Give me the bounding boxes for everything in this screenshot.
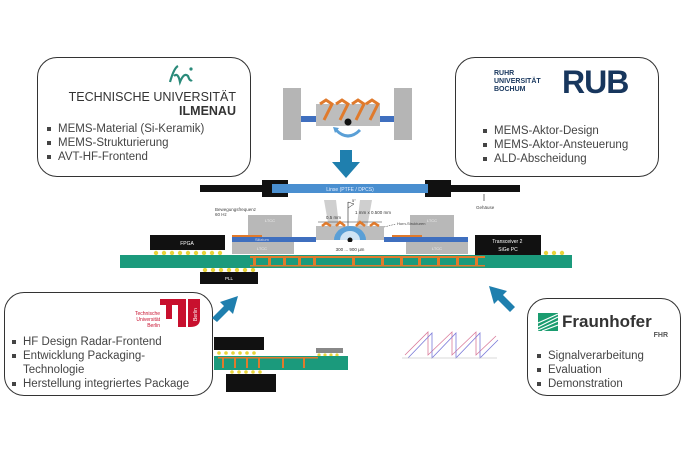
rub-logo-small: RUHR UNIVERSITÄT BOCHUM — [494, 70, 541, 94]
fraunhofer-task-list: Signalverarbeitung Evaluation Demonstrat… — [536, 349, 644, 391]
solder-balls — [153, 250, 565, 273]
ltcc-label: LTCC — [427, 218, 437, 223]
list-item: AVT-HF-Frontend — [46, 150, 204, 164]
tu-berlin-logo-line: Universität — [136, 317, 161, 323]
lens-assembly: Linse (PTFE / DPCS) Gehäuse — [200, 180, 520, 210]
rub-logo-line: BOCHUM — [494, 86, 526, 93]
list-item: Demonstration — [536, 377, 644, 391]
transceiver-line: Transceiver 2 — [492, 239, 522, 245]
structure-label: Horn-Strukturen — [397, 221, 425, 226]
dimension-1-label: 1 mm x 0.500 mm — [355, 210, 391, 215]
rub-logo-line: UNIVERSITÄT — [494, 78, 541, 85]
tu-ilmenau-task-list: MEMS-Material (Si-Keramik) MEMS-Struktur… — [46, 122, 204, 164]
partner-box-fraunhofer: Fraunhofer FHR Signalverarbeitung Evalua… — [527, 298, 681, 396]
frequency-line: Bewegungsfrequenz — [215, 207, 257, 212]
tu-berlin-logo-line: Technische — [135, 311, 161, 317]
ltcc-label: LTCC — [265, 218, 275, 223]
fraunhofer-logo-icon — [538, 313, 558, 331]
tu-berlin-logo-small: Technische Universität Berlin — [135, 311, 160, 329]
angle-label: 5° — [352, 198, 356, 203]
mems-actuator-figure — [283, 88, 412, 140]
arrow-down-icon — [332, 150, 360, 178]
tu-ilmenau-logo-line1: TECHNISCHE UNIVERSITÄT — [68, 90, 236, 104]
ltcc-label: LTCC — [432, 246, 442, 251]
list-item: Signalverarbeitung — [536, 349, 644, 363]
list-item: Herstellung integriertes Package — [11, 377, 189, 391]
rub-logo-line: RUHR — [494, 70, 515, 77]
list-item: Evaluation — [536, 363, 644, 377]
chirp-signal-plot — [402, 331, 499, 359]
small-package-figure — [214, 337, 348, 392]
list-item: ALD-Abscheidung — [482, 152, 628, 166]
frequency-label: Bewegungsfrequenz 60 Hz — [215, 207, 257, 217]
frequency-line: 60 Hz — [215, 212, 228, 217]
gap-label: 300 ... 900 µm — [336, 247, 365, 252]
fraunhofer-logo-name: Fraunhofer — [562, 312, 652, 331]
dimension-2-label: 0.5 mm — [326, 215, 341, 220]
tu-berlin-logo-vertical: Berlin — [193, 308, 199, 321]
transceiver-label: Transceiver 2 SiGe PC — [492, 239, 524, 253]
partner-box-tu-berlin: Technische Universität Berlin Berlin HF … — [4, 292, 213, 396]
list-item: MEMS-Strukturierung — [46, 136, 204, 150]
tu-berlin-task-list: HF Design Radar-Frontend Entwicklung Pac… — [11, 335, 189, 391]
tu-ilmenau-logo-line2: ILMENAU — [179, 104, 236, 118]
rub-task-list: MEMS-Aktor-Design MEMS-Aktor-Ansteuerung… — [482, 124, 628, 166]
list-item: MEMS-Aktor-Design — [482, 124, 628, 138]
fraunhofer-logo-sub: FHR — [653, 332, 668, 339]
arrow-up-left-icon — [489, 286, 515, 312]
transceiver-line: SiGe PC — [498, 247, 518, 253]
list-item: MEMS-Material (Si-Keramik) — [46, 122, 204, 136]
fpga-label: FPGA — [180, 241, 194, 247]
pll-label: PLL — [225, 276, 234, 281]
ltcc-label: LTCC — [257, 246, 267, 251]
list-item: MEMS-Aktor-Ansteuerung — [482, 138, 628, 152]
list-item: Entwicklung Packaging- — [11, 349, 189, 363]
lens-label: Linse (PTFE / DPCS) — [326, 187, 374, 193]
partner-box-rub: RUHR UNIVERSITÄT BOCHUM RUB MEMS-Aktor-D… — [455, 57, 659, 177]
list-item-continued: Technologie — [23, 364, 85, 376]
list-item: HF Design Radar-Frontend — [11, 335, 189, 349]
arrow-up-right-icon — [212, 296, 238, 322]
housing-label: Gehäuse — [476, 205, 495, 210]
tu-berlin-logo-line: Berlin — [147, 323, 161, 329]
partner-box-tu-ilmenau: TECHNISCHE UNIVERSITÄT ILMENAU MEMS-Mate… — [37, 57, 251, 177]
rub-logo-big: RUB — [562, 64, 629, 100]
tu-berlin-logo-icon: Berlin — [160, 299, 200, 327]
main-package: Bewegungsfrequenz 60 Hz 5° 1 mm x 0.500 … — [120, 198, 572, 284]
silicon-label: Silizium — [255, 237, 269, 242]
tu-ilmenau-logo-icon — [168, 65, 193, 86]
